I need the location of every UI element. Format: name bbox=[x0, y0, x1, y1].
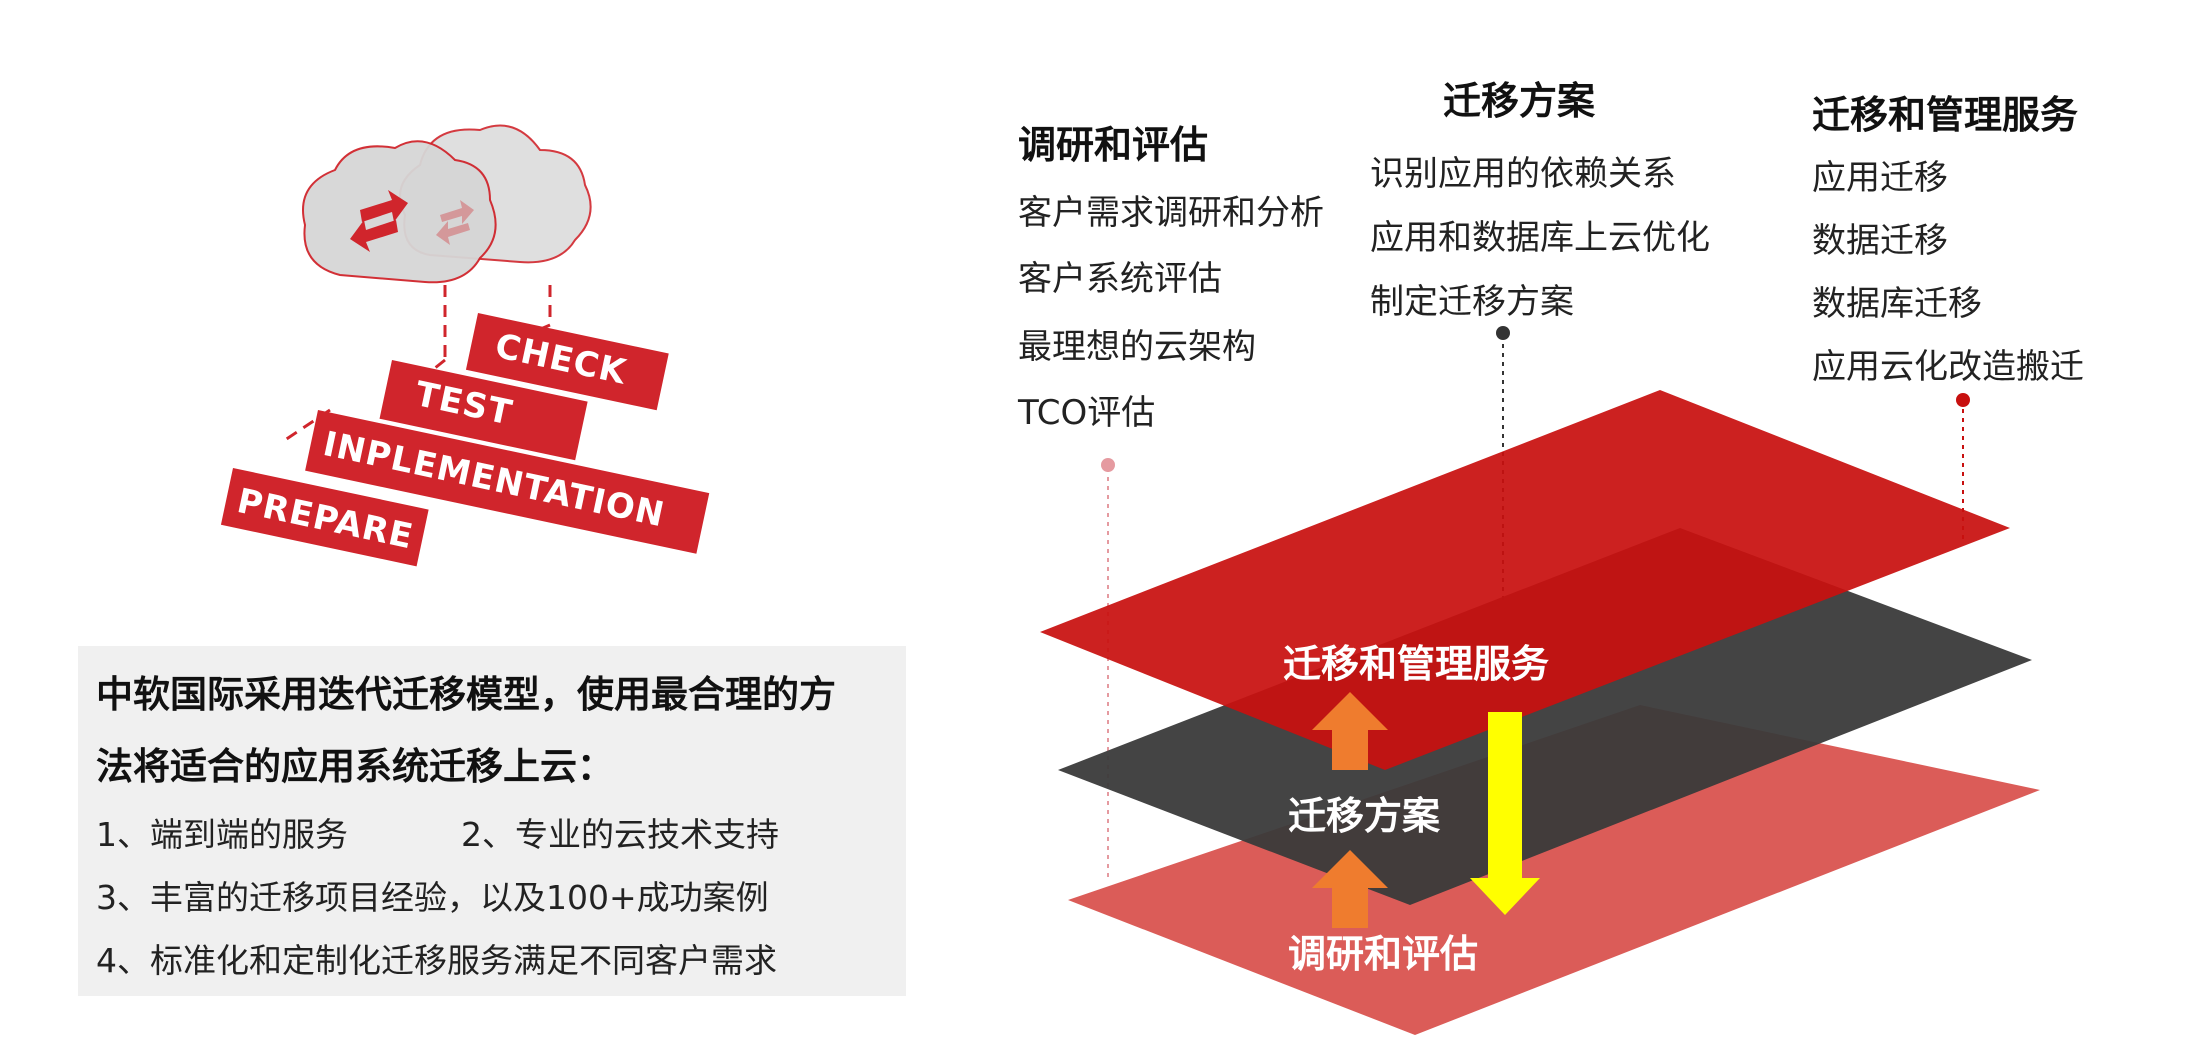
callout-dot-research bbox=[1101, 458, 1115, 472]
service-item-4: 应用云化改造搬迁 bbox=[1812, 347, 2084, 387]
up-arrow-top-icon bbox=[1312, 692, 1388, 770]
service-column-title: 迁移和管理服务 bbox=[1812, 93, 2079, 137]
callout-dot-service bbox=[1956, 393, 1970, 407]
layer-top-service bbox=[1040, 390, 2010, 770]
info-item-3: 3、丰富的迁移项目经验，以及100+成功案例 bbox=[96, 878, 769, 917]
plan-item-1: 识别应用的依赖关系 bbox=[1370, 154, 1676, 194]
up-arrow-bottom-icon bbox=[1312, 850, 1388, 928]
phase-implementation-banner bbox=[305, 410, 710, 554]
phase-prepare-banner bbox=[220, 468, 429, 567]
layer-bottom-research bbox=[1068, 705, 2040, 1035]
research-item-3: 最理想的云架构 bbox=[1018, 327, 1256, 367]
layer-bottom-label: 调研和评估 bbox=[1288, 932, 1479, 976]
migration-model-info-box: 中软国际采用迭代迁移模型，使用最合理的方 法将适合的应用系统迁移上云： 1、端到… bbox=[78, 646, 906, 996]
info-item-2: 2、专业的云技术支持 bbox=[461, 815, 779, 854]
info-item-1: 1、端到端的服务 bbox=[96, 815, 348, 854]
plan-column-title: 迁移方案 bbox=[1443, 79, 1596, 123]
callout-dot-plan bbox=[1496, 326, 1510, 340]
research-item-1: 客户需求调研和分析 bbox=[1018, 193, 1324, 233]
phase-check-banner bbox=[465, 313, 669, 411]
info-item-4: 4、标准化和定制化迁移服务满足不同客户需求 bbox=[96, 941, 777, 980]
info-heading-line-2: 法将适合的应用系统迁移上云： bbox=[96, 745, 614, 788]
service-item-1: 应用迁移 bbox=[1812, 158, 1948, 198]
down-arrow-icon bbox=[1470, 712, 1540, 915]
plan-item-3: 制定迁移方案 bbox=[1370, 282, 1574, 322]
service-item-3: 数据库迁移 bbox=[1812, 284, 1982, 324]
plan-item-2: 应用和数据库上云优化 bbox=[1370, 218, 1710, 258]
research-item-2: 客户系统评估 bbox=[1018, 259, 1222, 299]
phase-test-banner bbox=[379, 360, 588, 461]
callout-lines bbox=[1107, 335, 1964, 880]
layer-top-label: 迁移和管理服务 bbox=[1283, 642, 1550, 686]
info-heading-line-1: 中软国际采用迭代迁移模型，使用最合理的方 bbox=[96, 673, 836, 716]
layer-middle-label: 迁移方案 bbox=[1288, 794, 1441, 838]
service-item-2: 数据迁移 bbox=[1812, 221, 1948, 261]
research-column-title: 调研和评估 bbox=[1018, 123, 1209, 167]
research-item-4: TCO评估 bbox=[1018, 393, 1156, 433]
layer-middle-plan bbox=[1058, 528, 2032, 905]
sync-arrows-icon bbox=[350, 190, 474, 252]
